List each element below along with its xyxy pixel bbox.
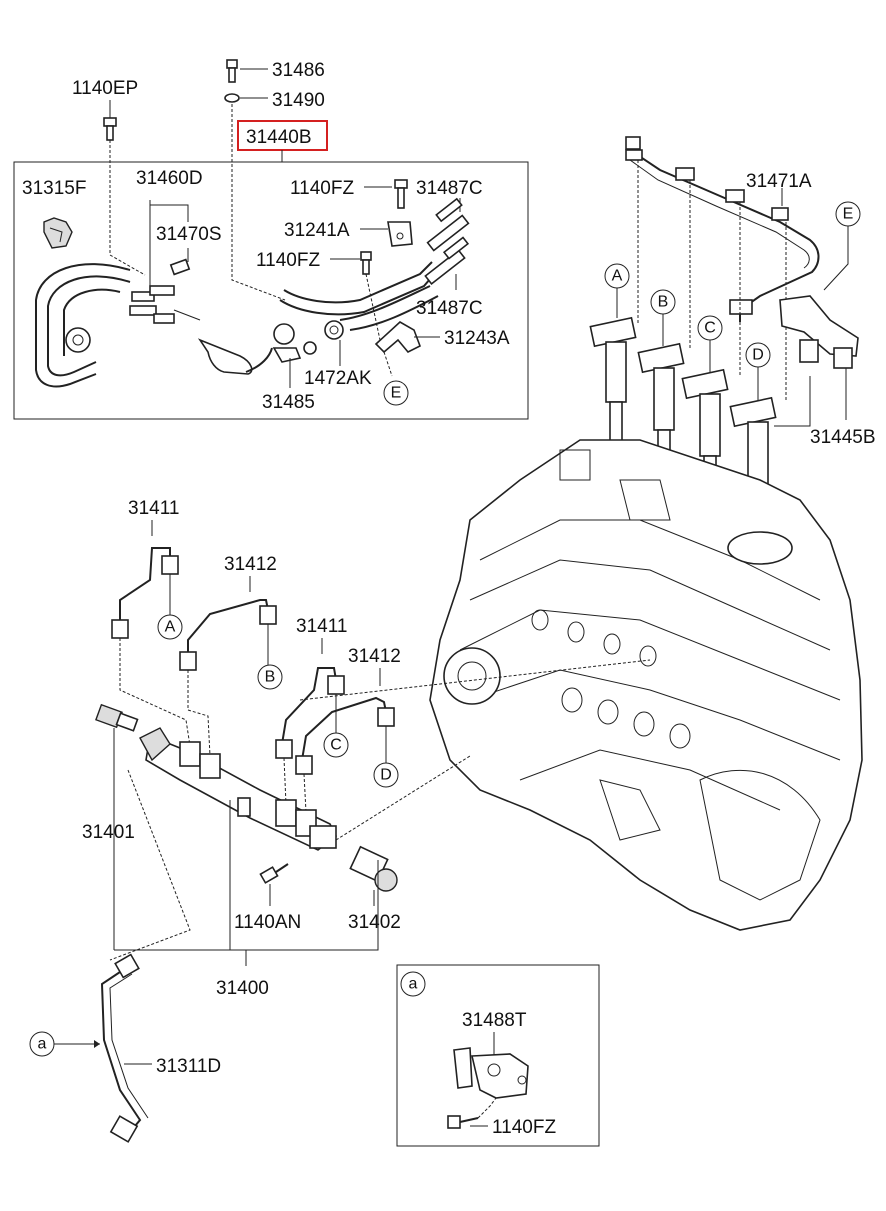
callout-a-pipe-label: A <box>165 619 176 636</box>
callout-a-detail[interactable] <box>400 971 426 997</box>
bolt-1140ep-icon <box>103 117 117 141</box>
common-rail-31400 <box>139 727 338 851</box>
clip-31315f-icon <box>43 217 73 249</box>
callout-e-upper-label: E <box>843 206 854 223</box>
hose-fitting-cluster <box>129 285 201 324</box>
part-label-31311d[interactable]: 31311D <box>156 1056 221 1077</box>
injector-a <box>589 263 637 520</box>
return-hose-u-shape <box>35 263 131 388</box>
callout-b-injector[interactable]: B <box>658 294 669 311</box>
hose-connector-31487c-upper <box>426 197 470 252</box>
part-label-1140ep[interactable]: 1140EP <box>72 78 138 99</box>
bolt-1140fz-lower-icon <box>360 251 372 275</box>
callout-b-pipe-label: B <box>265 669 276 686</box>
part-label-31486[interactable]: 31486 <box>272 60 325 81</box>
bracket-31243a-icon <box>374 321 422 354</box>
bracket-31488t-icon <box>453 1047 529 1099</box>
callout-a-pipe-31311d-label: a <box>38 1036 47 1053</box>
hose-upper-right <box>283 261 433 304</box>
part-label-31490[interactable]: 31490 <box>272 90 325 111</box>
part-label-1140fz-detail[interactable]: 1140FZ <box>492 1117 556 1138</box>
callout-c-injector[interactable]: C <box>704 320 716 337</box>
part-label-31460d[interactable]: 31460D <box>136 168 203 189</box>
callout-a-detail-label: a <box>409 976 418 993</box>
part-label-31411-left[interactable]: 31411 <box>128 498 179 519</box>
bolt-1140an-icon <box>259 863 289 884</box>
return-pipe-31471a <box>625 136 820 322</box>
part-label-1140fz-lower[interactable]: 1140FZ <box>256 250 320 271</box>
pressure-sensor-31401 <box>95 703 139 732</box>
bolt-1140fz-upper-icon <box>394 179 408 209</box>
callout-b-pipe[interactable] <box>257 664 283 690</box>
callout-d-injector[interactable]: D <box>752 347 764 364</box>
part-label-1140fz-upper[interactable]: 1140FZ <box>290 178 354 199</box>
part-label-31402[interactable]: 31402 <box>348 912 401 933</box>
part-label-31487c-lower[interactable]: 31487C <box>416 298 483 319</box>
callout-d-pipe-label: D <box>380 767 392 784</box>
detail-box-a <box>396 964 600 1147</box>
part-label-31412-right[interactable]: 31412 <box>348 646 401 667</box>
part-label-31470s[interactable]: 31470S <box>156 224 222 245</box>
washer-31490-icon <box>224 93 240 103</box>
part-label-31487c-upper[interactable]: 31487C <box>416 178 483 199</box>
callout-e-lower[interactable] <box>383 380 409 406</box>
bolt-1140fz-detail-icon <box>447 1115 479 1129</box>
callout-a-injector[interactable]: A <box>612 268 623 285</box>
part-label-31241a[interactable]: 31241A <box>284 220 350 241</box>
part-label-31445b[interactable]: 31445B <box>810 427 876 448</box>
part-label-31315f[interactable]: 31315F <box>22 178 86 199</box>
callout-c-pipe-label: C <box>330 737 342 754</box>
part-label-31471a[interactable]: 31471A <box>746 171 812 192</box>
part-label-31400[interactable]: 31400 <box>216 978 269 999</box>
hose-assembly-box <box>13 161 529 420</box>
fuel-pipe-31311d <box>100 953 149 1143</box>
part-label-31488t[interactable]: 31488T <box>462 1010 527 1031</box>
part-label-1140an[interactable]: 1140AN <box>234 912 301 933</box>
engine-block <box>429 439 863 931</box>
fitting-31485-icon <box>272 323 317 363</box>
callout-e-lower-label: E <box>391 385 402 402</box>
part-label-31401[interactable]: 31401 <box>82 822 135 843</box>
hose-connector-31487c-lower <box>424 236 470 285</box>
connector-31470s-icon <box>169 258 191 276</box>
bracket-31241a-icon <box>387 221 413 247</box>
part-label-31412-left[interactable]: 31412 <box>224 554 277 575</box>
part-label-31440b[interactable]: 31440B <box>246 127 312 148</box>
hose-lower-center <box>197 338 253 375</box>
bolt-31486-icon <box>226 59 238 83</box>
injector-b <box>637 289 685 540</box>
part-label-31243a[interactable]: 31243A <box>444 328 510 349</box>
part-label-31485[interactable]: 31485 <box>262 392 315 413</box>
bracket-31445b-icon <box>779 295 859 369</box>
pressure-valve-31402 <box>349 845 398 892</box>
clamp-1472ak-icon <box>324 320 344 340</box>
pipe-31412-left <box>179 599 277 671</box>
part-label-1472ak[interactable]: 1472AK <box>304 368 372 389</box>
part-label-31411-right[interactable]: 31411 <box>296 616 347 637</box>
pipe-31412-right <box>295 696 395 775</box>
